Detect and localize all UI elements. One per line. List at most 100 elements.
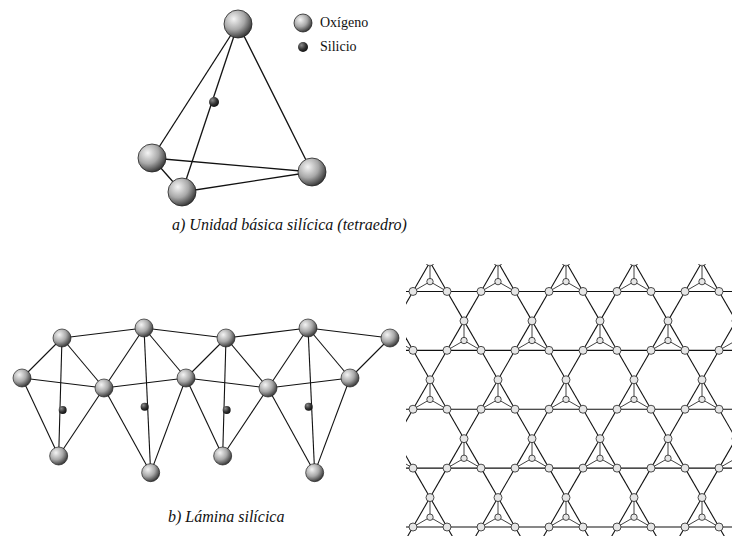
silicon-atom [305,403,313,411]
oxygen-atom [613,405,621,413]
bond-line [223,388,268,456]
silicon-atom [141,403,149,411]
bond-line [464,291,481,320]
silica-sheet-perspective [13,319,399,482]
oxygen-atom [224,10,252,38]
oxygen-atom [477,287,485,295]
oxygen-atom [630,264,638,266]
bond-line [481,350,515,351]
oxygen-atom [664,317,672,325]
bond-line [104,328,144,388]
bond-line [22,378,104,388]
bond-line [549,526,583,527]
bond-line [447,321,464,350]
oxygen-atom [681,464,689,472]
bond-line [583,409,600,438]
oxygen-atom [715,346,723,354]
legend-swatch [292,36,314,58]
oxygen-atom [681,523,689,531]
bond-line [59,338,62,456]
legend-text: Oxígeno [320,15,368,31]
bond-line [702,350,719,379]
bond-line [600,409,617,438]
figure-caption: a) Unidad básica silícica (tetraedro) [172,216,407,234]
bond-line [685,468,719,469]
bond-line [464,321,481,350]
bond-line [685,468,702,497]
oxygen-atom [579,405,587,413]
oxygen-atom [563,278,569,284]
bond-line [668,409,685,438]
oxygen-atom [460,435,468,443]
oxygen-atom [443,346,451,354]
bond-line [600,321,617,350]
bond-line [151,378,186,473]
bond-line [268,328,308,388]
bond-line [685,264,702,291]
bond-line [583,409,617,410]
bond-line [406,409,413,438]
oxygen-atom [511,405,519,413]
oxygen-atom [495,396,501,402]
oxygen-atom [698,494,706,502]
bond-line [549,291,583,292]
oxygen-atom [341,369,359,387]
bond-line [186,378,268,388]
bond-line [651,526,685,527]
oxygen-atom [647,464,655,472]
oxygen-atom [477,464,485,472]
oxygen-atom [647,523,655,531]
oxygen-atom [664,435,672,443]
bond-line [144,328,186,378]
bond-line [532,321,549,350]
bond-line [515,321,532,350]
oxygen-atom [461,455,467,461]
bond-line [481,350,498,379]
bond-line [481,468,515,469]
bond-line [308,328,390,338]
oxygen-atom [545,464,553,472]
bond-line [186,378,223,456]
bond-line [719,291,732,320]
oxygen-atom [613,287,621,295]
bond-line [583,291,617,292]
bond-line [498,380,515,409]
oxygen-atom [529,337,535,343]
bond-line [62,338,104,388]
bond-line [617,264,634,291]
bond-line [226,328,308,338]
bond-line [549,350,566,379]
silicon-atom [209,97,219,107]
bond-line [685,291,719,292]
bond-line [634,350,651,379]
bond-line [144,328,226,338]
oxygen-atom [477,523,485,531]
oxygen-atom [511,464,519,472]
oxygen-atom [13,369,31,387]
silicon-atom [223,406,231,414]
oxygen-atom [715,523,723,531]
bond-line [634,380,651,409]
oxygen-atom [259,379,277,397]
bond-line [702,264,719,291]
oxygen-atom [409,287,417,295]
bond-line [583,439,600,468]
bond-line [566,264,583,291]
oxygen-atom [630,494,638,502]
bond-line [104,378,186,388]
oxygen-atom [511,346,519,354]
bond-line [617,468,634,497]
oxygen-atom [562,264,570,266]
oxygen-atom [168,178,196,206]
bond-line [719,321,732,350]
oxygen-atom [95,379,113,397]
bond-line [651,350,685,351]
oxygen-atom [545,346,553,354]
bond-line [651,439,668,468]
bond-line [685,526,719,527]
bond-line [481,409,515,410]
bond-line [549,498,566,527]
bond-line [702,498,719,527]
oxygen-atom [494,264,502,266]
